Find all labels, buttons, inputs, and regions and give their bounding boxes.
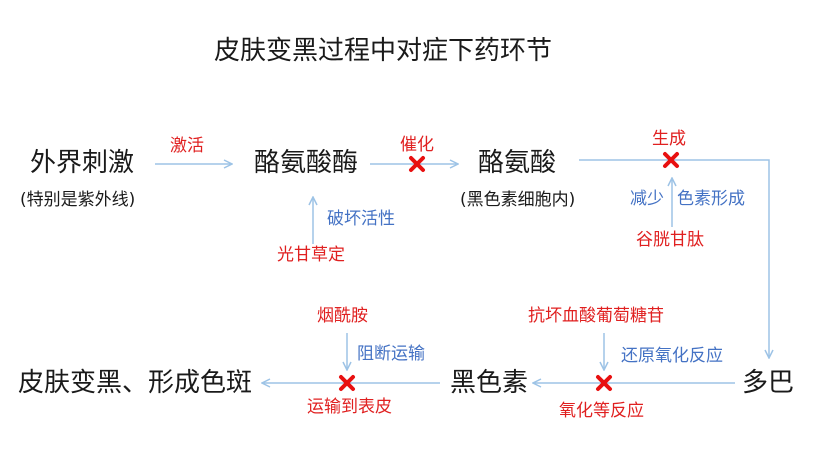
agent-arbutin: 抗坏血酸葡萄糖苷 <box>528 306 664 326</box>
arrow-tyrosine-to-dopa <box>579 159 769 358</box>
edge-label-destroy-activity: 破坏活性 <box>327 209 395 229</box>
node-tyrosine: 酪氨酸 <box>478 148 557 178</box>
node-tyrosine-note: (黑色素细胞内) <box>460 190 576 210</box>
edge-label-activate: 激活 <box>170 136 204 156</box>
node-external-stimulus: 外界刺激 <box>30 148 135 178</box>
node-dopa: 多巴 <box>742 368 795 398</box>
edge-label-block-transport: 阻断运输 <box>357 344 425 364</box>
node-tyrosinase: 酪氨酸酶 <box>254 148 359 178</box>
edge-label-pigment-formation: 色素形成 <box>677 189 745 209</box>
node-result: 皮肤变黑、形成色斑 <box>18 368 253 398</box>
edge-label-generate: 生成 <box>652 129 686 149</box>
edge-label-transport-to-surface: 运输到表皮 <box>307 397 392 417</box>
block-mark-catalyze <box>409 156 425 172</box>
block-mark-generate <box>663 152 679 168</box>
node-melanin: 黑色素 <box>450 368 529 398</box>
edge-label-oxidation-reaction: 氧化等反应 <box>559 401 644 421</box>
edge-label-catalyze: 催化 <box>400 135 434 155</box>
diagram-title: 皮肤变黑过程中对症下药环节 <box>214 36 553 66</box>
agent-glycyrrhizin: 光甘草定 <box>277 245 345 265</box>
edge-label-reduction-oxidation: 还原氧化反应 <box>621 346 723 366</box>
block-mark-transport <box>339 375 355 391</box>
agent-niacinamide: 烟酰胺 <box>317 306 368 326</box>
edge-label-reduce: 减少 <box>630 189 664 209</box>
node-external-note: (特别是紫外线) <box>20 190 136 210</box>
block-mark-oxidation <box>596 375 612 391</box>
agent-glutathione: 谷胱甘肽 <box>636 230 704 250</box>
